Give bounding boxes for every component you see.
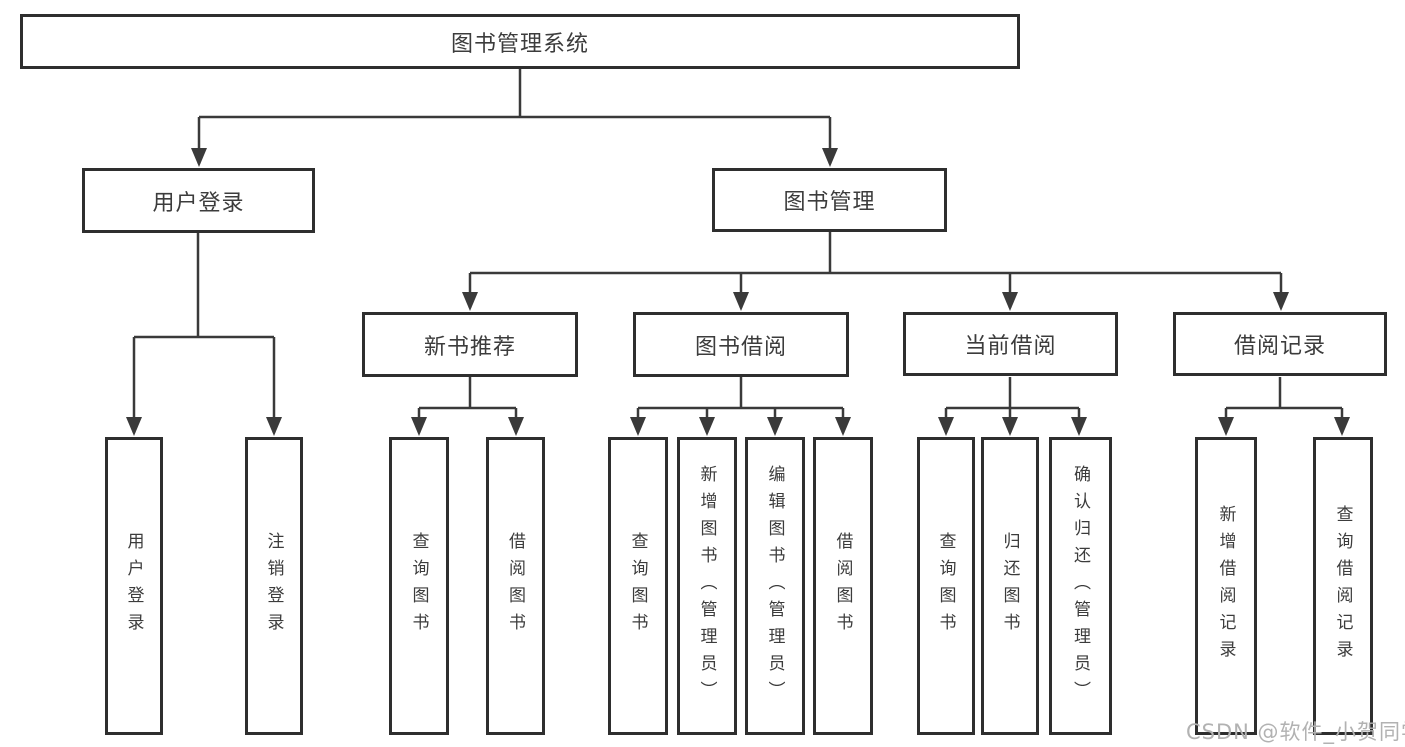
arrowhead-icons <box>126 148 1350 436</box>
node-borrowing-records: 借阅记录 <box>1173 312 1387 376</box>
node-root-library-system: 图书管理系统 <box>20 14 1020 69</box>
leaf-query-borrow-record: 查询借阅记录 <box>1313 437 1373 735</box>
leaf-query-books-current: 查询图书 <box>917 437 975 735</box>
node-book-management: 图书管理 <box>712 168 947 232</box>
watermark: CSDN @软件_小贺同学 <box>1186 720 1405 744</box>
leaf-query-books-borrowing: 查询图书 <box>608 437 668 735</box>
leaf-confirm-return-admin: 确认归还（管理员） <box>1049 437 1112 735</box>
leaf-borrow-books-borrowing: 借阅图书 <box>813 437 873 735</box>
leaf-query-books-recommend: 查询图书 <box>389 437 449 735</box>
leaf-add-books-admin: 新增图书（管理员） <box>677 437 737 735</box>
node-user-login: 用户登录 <box>82 168 315 233</box>
leaf-borrow-books-recommend: 借阅图书 <box>486 437 545 735</box>
node-book-borrowing: 图书借阅 <box>633 312 849 377</box>
leaf-add-borrow-record: 新增借阅记录 <box>1195 437 1257 735</box>
node-new-book-recommend: 新书推荐 <box>362 312 578 377</box>
leaf-user-login: 用户登录 <box>105 437 163 735</box>
node-current-borrowing: 当前借阅 <box>903 312 1118 376</box>
leaf-edit-books-admin: 编辑图书（管理员） <box>745 437 805 735</box>
leaf-logout: 注销登录 <box>245 437 303 735</box>
leaf-return-books: 归还图书 <box>981 437 1039 735</box>
